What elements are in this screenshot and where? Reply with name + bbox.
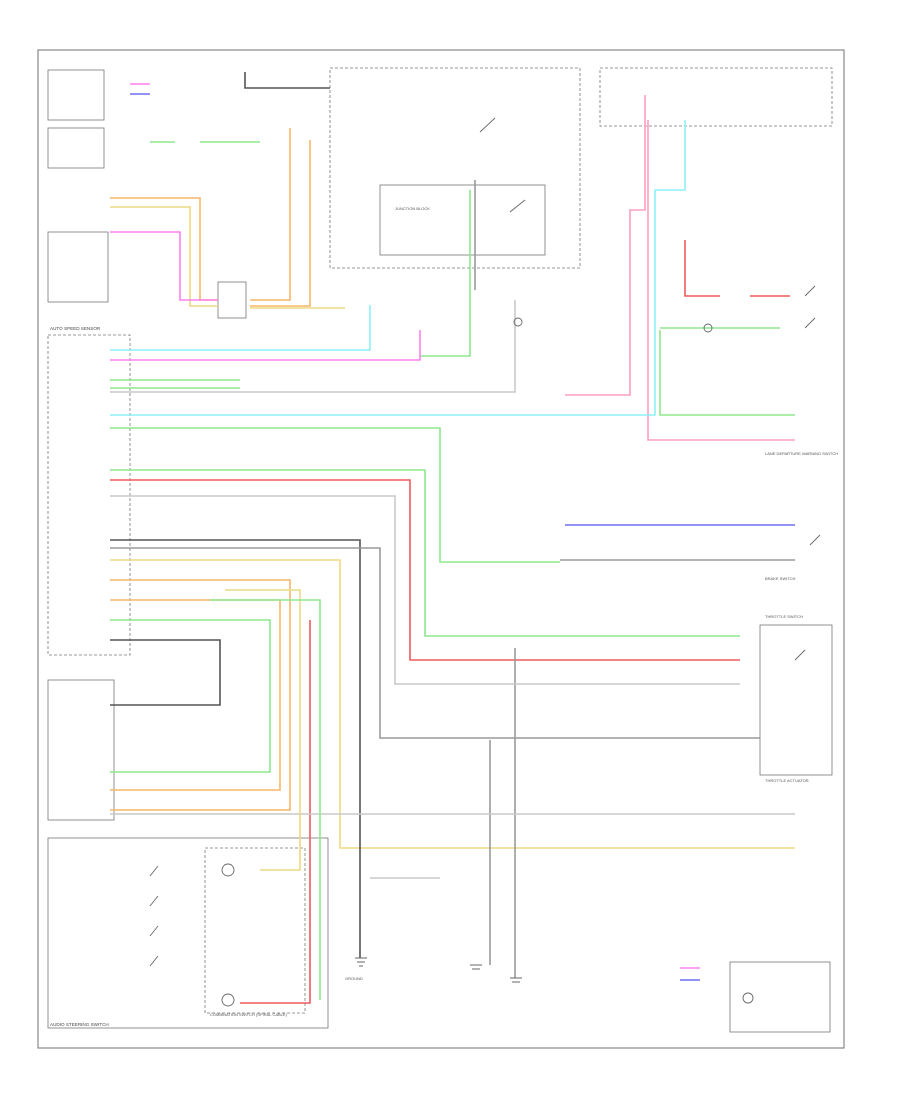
wire-orange-2 xyxy=(110,599,281,791)
wire-yellow-4 xyxy=(225,589,301,871)
label-lane-departure-switch: LANE DEPARTURE WARNING SWITCH xyxy=(765,451,838,456)
switch-symbol-4 xyxy=(804,317,816,329)
wire-yellow-1 xyxy=(110,559,795,849)
wire-green-10 xyxy=(210,599,321,1000)
wire-cyan-2 xyxy=(110,305,371,351)
switch-symbol-7 xyxy=(149,895,159,907)
switch-symbol-9 xyxy=(149,955,159,967)
wire-pink-2 xyxy=(647,120,795,441)
wire-dark-2 xyxy=(244,72,330,89)
component-relay xyxy=(47,231,109,303)
wire-orange-1 xyxy=(110,579,291,811)
wire-cyan-1 xyxy=(110,120,686,416)
wire-green-3 xyxy=(110,469,740,637)
connector-circle-1 xyxy=(221,863,235,877)
diagram-frame xyxy=(37,49,845,1049)
steering-switch-box xyxy=(47,837,329,1029)
switch-symbol-5 xyxy=(809,534,821,546)
label-throttle-actuator: THROTTLE ACTUATOR xyxy=(765,778,809,783)
fuse-box-right xyxy=(599,67,833,127)
relay-box-top xyxy=(329,67,581,269)
wire-magenta-1 xyxy=(110,231,218,301)
wire-orange-5 xyxy=(110,197,218,301)
ground-symbol-2 xyxy=(470,964,482,970)
wire-red-2 xyxy=(684,240,790,297)
wire-dark-1 xyxy=(110,539,361,958)
connector-circle-5 xyxy=(742,992,754,1004)
ecu-module-lower xyxy=(47,679,115,821)
wire-lightgray-2 xyxy=(110,300,516,393)
wire-orange-3 xyxy=(250,128,291,301)
label-brake-switch: BRAKE SWITCH xyxy=(765,576,796,581)
connector-circle-2 xyxy=(221,993,235,1007)
ground-symbol-1 xyxy=(355,957,367,967)
label-combination-switch: COMBINATION SWITCH (SPIRAL CABLE) xyxy=(210,1012,288,1017)
switch-symbol-1 xyxy=(479,117,496,133)
wire-pink-1 xyxy=(565,95,646,396)
label-auto-speed-sensor: AUTO SPEED SENSOR xyxy=(50,326,101,331)
wire-yellow-2 xyxy=(110,206,218,307)
switch-symbol-2 xyxy=(509,199,526,213)
wire-green-7 xyxy=(420,190,471,357)
spiral-cable-box xyxy=(204,847,306,1014)
wire-dark-3 xyxy=(110,639,221,706)
wire-green-2 xyxy=(110,427,560,563)
connector-circle-4 xyxy=(703,323,713,333)
throttle-relay xyxy=(379,184,546,256)
label-throttle-switch: THROTTLE SWITCH xyxy=(765,614,803,619)
wire-green-1 xyxy=(659,330,795,416)
wire-red-1 xyxy=(110,479,740,661)
component-connector-center xyxy=(217,281,247,319)
switch-symbol-3 xyxy=(804,285,816,297)
display-unit-box xyxy=(729,961,831,1033)
throttle-actuator-box xyxy=(759,624,833,776)
switch-symbol-10 xyxy=(794,649,806,661)
wire-green-9 xyxy=(110,619,271,773)
wire-orange-4 xyxy=(250,140,311,307)
component-brake-sensor xyxy=(47,127,105,169)
ground-symbol-3 xyxy=(510,977,522,983)
wire-lightgray-1 xyxy=(110,495,740,685)
label-ground: GROUND xyxy=(345,976,363,981)
ecu-connector-main xyxy=(47,334,131,656)
label-steering-switch: AUDIO STEERING SWITCH xyxy=(50,1022,109,1027)
wire-red-3 xyxy=(240,620,311,1004)
switch-symbol-6 xyxy=(149,865,159,877)
connector-circle-3 xyxy=(513,317,523,327)
switch-symbol-8 xyxy=(149,925,159,937)
wire-magenta-2 xyxy=(110,330,421,361)
label-junction-block: JUNCTION BLOCK xyxy=(395,206,430,211)
wire-gray-1 xyxy=(110,547,760,739)
component-top-left xyxy=(47,69,105,121)
